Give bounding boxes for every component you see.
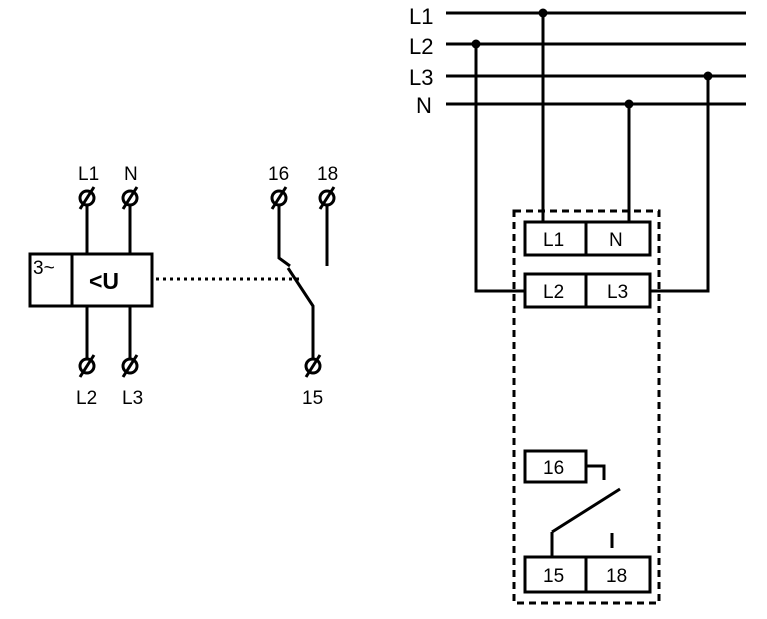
block-label-18: 18 bbox=[606, 566, 627, 587]
terminal-16 bbox=[270, 186, 288, 210]
supply-type-label: 3~ bbox=[33, 258, 55, 279]
bus-label-L1: L1 bbox=[409, 4, 433, 29]
contact-blade bbox=[286, 267, 315, 358]
label-16: 16 bbox=[268, 164, 289, 185]
block-label-L2: L2 bbox=[543, 282, 564, 303]
terminal-L2 bbox=[78, 354, 96, 378]
label-N: N bbox=[124, 164, 138, 185]
contact-16-wire bbox=[277, 206, 291, 268]
terminal-18 bbox=[318, 186, 336, 210]
label-L2: L2 bbox=[76, 388, 97, 409]
device-enclosure bbox=[512, 209, 661, 605]
bus-label-N: N bbox=[416, 93, 432, 118]
block-label-15: 15 bbox=[543, 566, 564, 587]
label-L3: L3 bbox=[122, 388, 143, 409]
right-connection-diagram: L1 L2 L3 N L1 N L2 L3 16 bbox=[409, 4, 746, 605]
block-label-N: N bbox=[609, 230, 623, 251]
terminal-N bbox=[121, 186, 139, 210]
bus-label-L2: L2 bbox=[409, 34, 433, 59]
left-schematic: 3~ <U L1 N L2 L3 bbox=[28, 164, 338, 409]
terminal-15 bbox=[304, 354, 322, 378]
block-label-L1: L1 bbox=[543, 230, 564, 251]
relay-function-box bbox=[70, 252, 154, 308]
relay-supply-box bbox=[28, 252, 74, 308]
block-label-16: 16 bbox=[543, 458, 564, 479]
terminal-L3 bbox=[121, 354, 139, 378]
relay-switch-blade bbox=[551, 487, 621, 534]
function-label: <U bbox=[89, 268, 119, 294]
terminal-L1 bbox=[78, 186, 96, 210]
label-L1: L1 bbox=[78, 164, 99, 185]
bus-label-L3: L3 bbox=[409, 65, 433, 90]
label-15: 15 bbox=[302, 388, 323, 409]
block-label-L3: L3 bbox=[607, 282, 628, 303]
label-18: 18 bbox=[317, 164, 338, 185]
